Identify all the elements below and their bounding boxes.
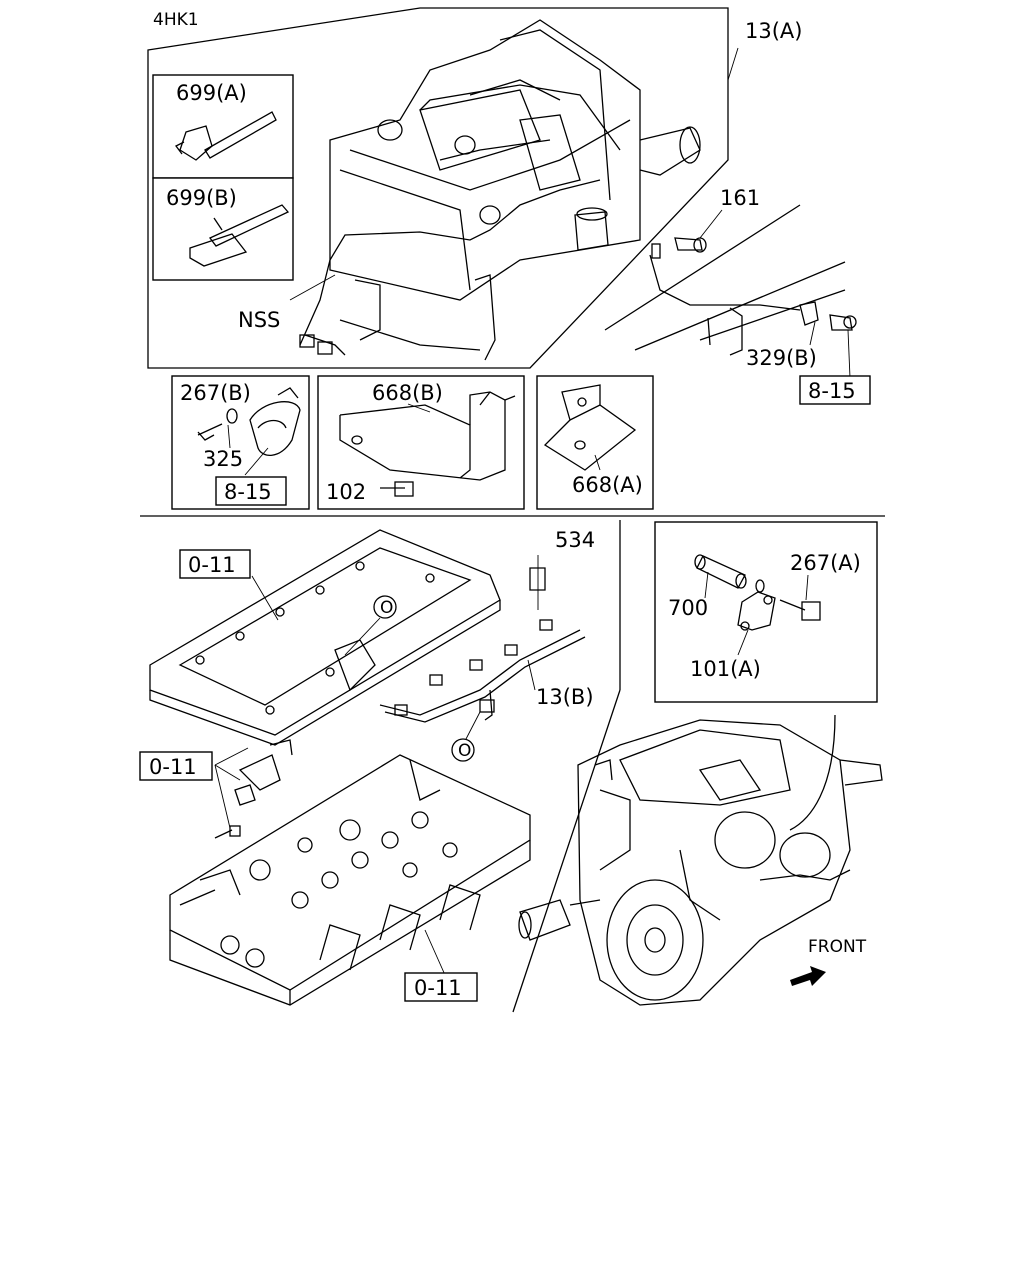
circle-o-markers — [344, 595, 481, 762]
head-cover-gasket — [149, 529, 501, 746]
ground-cable-detail — [604, 204, 857, 379]
ref-0-11-gasket[interactable]: 0-11 — [188, 553, 236, 577]
callout-329b: 329(B) — [746, 346, 817, 370]
engine-top-drawing — [299, 19, 701, 361]
circle-o-lower-label: O — [458, 741, 471, 761]
ref-0-11-head-box — [404, 972, 478, 1002]
ref-0-11-gasket-box — [179, 549, 251, 579]
bracket-668b-panel — [317, 375, 525, 510]
callout-267a: 267(A) — [790, 551, 861, 575]
ref-0-11-head[interactable]: 0-11 — [414, 976, 462, 1000]
callout-13a: 13(A) — [745, 19, 802, 43]
callout-699b: 699(B) — [166, 186, 237, 210]
ref-8-15-top-box — [799, 375, 871, 405]
harness-a-leader — [727, 47, 739, 81]
ref-0-11-sensor-box — [139, 751, 213, 781]
bracket-668a-panel — [536, 375, 654, 510]
section-divider-diagonal — [512, 689, 621, 1013]
callout-325: 325 — [203, 447, 243, 471]
spacer-700-panel — [654, 521, 878, 703]
ref-0-11-sensor[interactable]: 0-11 — [149, 755, 197, 779]
model-label: 4HK1 — [153, 10, 199, 30]
callout-534: 534 — [555, 528, 595, 552]
callout-267b: 267(B) — [180, 381, 251, 405]
harness-13b-drawing — [379, 555, 586, 723]
callout-101a: 101(A) — [690, 657, 761, 681]
clip-699b-drawing — [189, 204, 290, 267]
ref-8-15-box[interactable]: 8-15 — [224, 480, 272, 504]
circle-o-upper-label: O — [380, 598, 393, 618]
callout-161: 161 — [720, 186, 760, 210]
callout-699a: 699(A) — [176, 81, 247, 105]
callout-668b: 668(B) — [372, 381, 443, 405]
front-arrow-icon — [790, 966, 826, 986]
ref-8-15-top[interactable]: 8-15 — [808, 379, 856, 403]
ref-8-15-box-box — [215, 476, 287, 506]
callout-700: 700 — [668, 596, 708, 620]
nss-leader — [289, 274, 336, 301]
cylinder-head-drawing — [169, 754, 531, 1006]
clip-699a-drawing — [175, 111, 277, 161]
sensor-drawing — [214, 739, 293, 839]
callout-102: 102 — [326, 480, 366, 504]
top-engine-panel — [147, 7, 739, 369]
callout-nss: NSS — [238, 308, 280, 332]
engine-overview-drawing — [518, 714, 883, 1006]
front-label: FRONT — [808, 937, 867, 957]
callout-13b: 13(B) — [536, 685, 594, 709]
callout-668a: 668(A) — [572, 473, 643, 497]
